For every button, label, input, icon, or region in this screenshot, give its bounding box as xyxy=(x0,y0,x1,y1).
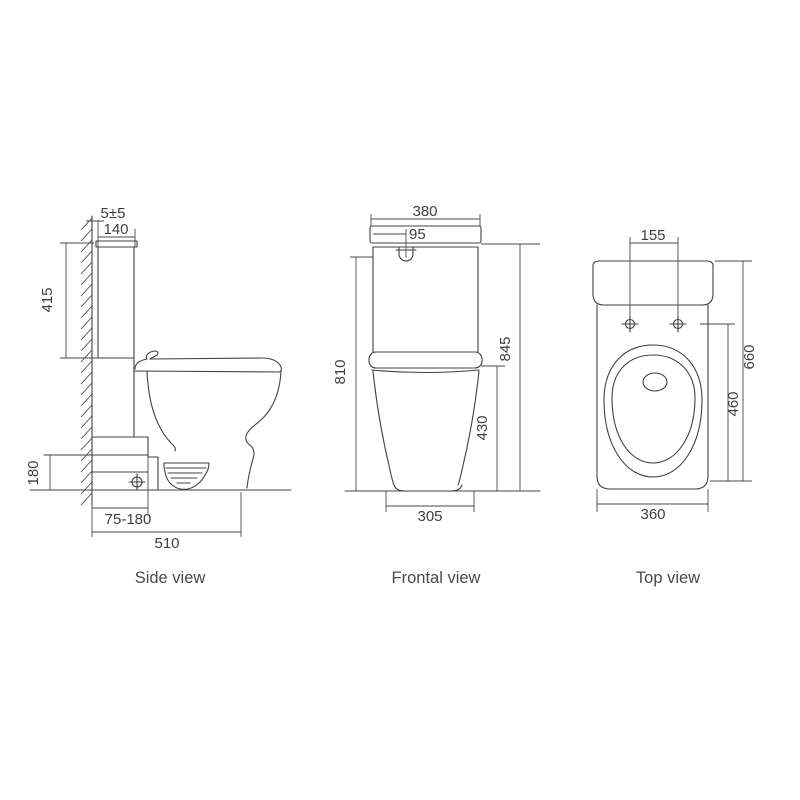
outlet-crosshair-icon xyxy=(128,473,146,491)
frontal-seat xyxy=(368,351,483,369)
dim-outlet-height: 180 xyxy=(25,455,51,490)
top-seat-inner-oval xyxy=(611,354,696,464)
dim-total-depth-value: 510 xyxy=(154,535,179,552)
dim-seat-depth-value: 460 xyxy=(725,391,742,416)
dim-outlet-height-value: 180 xyxy=(25,460,42,485)
top-water-spot xyxy=(642,372,668,392)
dim-outlet-range-value: 75-180 xyxy=(105,511,152,528)
dim-top-width-value: 360 xyxy=(640,506,665,523)
side-seat xyxy=(134,350,282,373)
frontal-view-label: Frontal view xyxy=(392,569,481,587)
dim-bowl-height-value: 430 xyxy=(474,415,491,440)
dim-top-total-depth: 660 xyxy=(710,260,758,482)
dim-total-depth: 510 xyxy=(92,492,242,552)
dim-hole-spacing: 155 xyxy=(629,227,679,316)
frontal-bowl-left xyxy=(372,370,395,486)
dim-outlet-range: 75-180 xyxy=(91,457,152,537)
dim-button-offset-value: 95 xyxy=(409,226,426,243)
frontal-bowl-right xyxy=(457,370,480,486)
side-tank-lid xyxy=(95,240,138,248)
frontal-tank-body xyxy=(372,246,479,353)
side-bowl-front xyxy=(245,370,282,489)
mounting-hole-left-crosshair-icon xyxy=(621,315,639,333)
wall-hatching xyxy=(80,217,93,506)
top-tank-outline xyxy=(592,260,714,306)
dim-base-width: 305 xyxy=(385,491,475,525)
side-view: 5±5 140 415 180 75-180 510 Side view xyxy=(25,205,292,587)
side-tank-body xyxy=(97,246,135,438)
dim-height-no-lid-value: 810 xyxy=(332,359,349,384)
dim-base-width-value: 305 xyxy=(417,508,442,525)
dim-tank-width-value: 380 xyxy=(412,203,437,220)
side-bowl-back xyxy=(146,370,176,452)
dim-tank-width: 380 xyxy=(370,203,481,226)
dim-total-height-value: 845 xyxy=(497,336,514,361)
dim-seat-depth: 460 xyxy=(700,323,742,481)
dim-bowl-height: 430 xyxy=(474,365,505,491)
dim-tank-height: 415 xyxy=(39,242,98,359)
top-view-label: Top view xyxy=(636,569,700,587)
dim-top-total-depth-value: 660 xyxy=(741,344,758,369)
frontal-seat-underline xyxy=(371,369,480,374)
top-seat-outer-oval xyxy=(603,344,703,478)
side-trap-grill xyxy=(163,462,210,490)
dim-wall-gap-value: 5±5 xyxy=(101,205,126,222)
dim-button-offset: 95 xyxy=(373,226,426,243)
frontal-tank-lid xyxy=(369,225,482,244)
dim-hole-spacing-value: 155 xyxy=(640,227,665,244)
dim-total-height: 845 xyxy=(481,243,540,491)
dim-top-width: 360 xyxy=(596,489,709,523)
top-view: 155 660 460 360 Top view xyxy=(592,227,758,587)
top-body-outline xyxy=(596,304,709,490)
frontal-bowl-base xyxy=(393,484,463,492)
dim-tank-depth: 140 xyxy=(98,221,136,247)
frontal-view: 380 95 810 845 430 305 Frontal view xyxy=(332,203,541,587)
dim-wall-gap: 5±5 xyxy=(86,205,125,247)
side-view-label: Side view xyxy=(135,569,206,587)
dim-height-no-lid: 810 xyxy=(332,256,373,491)
mounting-hole-right-crosshair-icon xyxy=(669,315,687,333)
dim-tank-height-value: 415 xyxy=(39,287,56,312)
dim-tank-depth-value: 140 xyxy=(103,221,128,238)
